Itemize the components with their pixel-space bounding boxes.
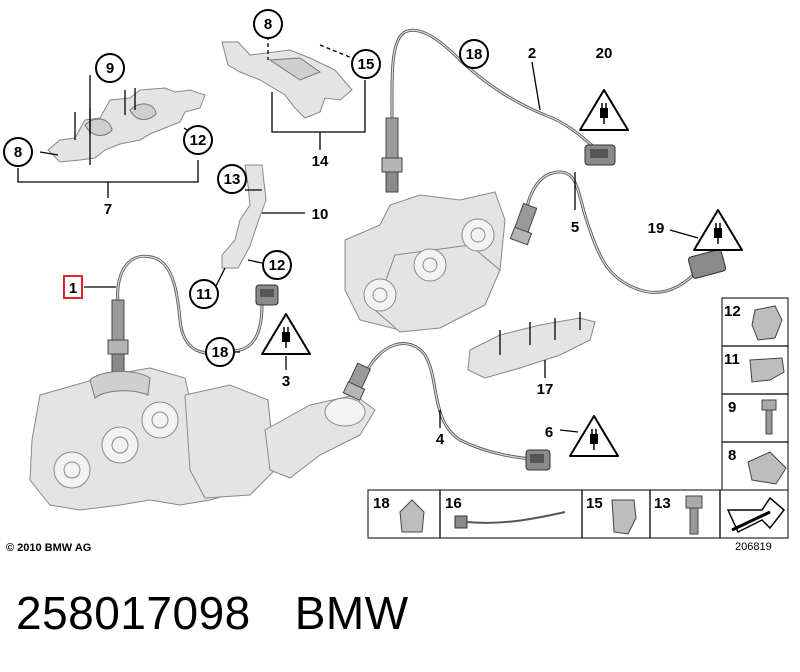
brand-name: BMW [294,587,409,639]
connector-part-3[interactable] [255,284,279,306]
arrow-icon [726,496,786,534]
svg-text:1: 1 [69,280,77,297]
callout-12a[interactable]: 12 [183,125,213,155]
side-panel-item-11[interactable]: 11 [724,351,785,383]
svg-text:8: 8 [264,16,272,33]
svg-text:9: 9 [728,399,736,416]
label-5[interactable]: 5 [571,219,579,236]
svg-text:16: 16 [445,495,462,512]
svg-text:18: 18 [466,46,483,63]
connector-part-19[interactable] [687,249,727,279]
callout-11[interactable]: 11 [189,279,219,309]
callout-15[interactable]: 15 [351,49,381,79]
svg-text:18: 18 [373,495,390,512]
rear-manifold-converter [344,191,506,333]
callout-8b[interactable]: 8 [253,9,283,39]
side-panel-item-8[interactable]: 8 [728,447,787,485]
oxygen-sensor-part-2[interactable] [381,117,403,193]
bracket-part-14[interactable] [221,41,353,119]
side-panel-item-9[interactable]: 9 [728,399,777,435]
copyright-text: © 2010 BMW AG [6,542,92,554]
part-caption: 258017098 BMW [16,586,409,640]
svg-text:15: 15 [358,56,375,73]
side-panel-item-12[interactable]: 12 [724,303,783,341]
svg-text:13: 13 [654,495,671,512]
heat-shield-part-17[interactable] [467,312,596,379]
callout-8a[interactable]: 8 [3,137,33,167]
label-19[interactable]: 19 [648,220,665,237]
oxygen-sensor-part-5[interactable] [509,202,538,246]
bottom-panel-item-15[interactable]: 15 [586,495,637,535]
svg-text:11: 11 [724,351,740,368]
callout-13[interactable]: 13 [217,164,247,194]
callout-18b[interactable]: 18 [205,337,235,367]
label-3[interactable]: 3 [282,373,290,390]
heat-shield-part-7[interactable] [47,87,206,163]
connector-part-20[interactable] [584,144,616,166]
warning-triangle-icon [579,89,629,131]
oxygen-sensor-part-1[interactable] [107,299,129,377]
svg-text:11: 11 [196,286,212,303]
label-6[interactable]: 6 [545,424,553,441]
label-20[interactable]: 20 [596,45,613,62]
label-7[interactable]: 7 [104,201,112,218]
warning-triangle-icon [693,209,743,251]
callout-9[interactable]: 9 [95,53,125,83]
bottom-panel-item-13[interactable]: 13 [654,495,703,535]
label-17[interactable]: 17 [537,381,554,398]
side-parts-panel: 12 11 9 8 [721,297,789,491]
callout-18a[interactable]: 18 [459,39,489,69]
connector-part-6[interactable] [525,449,551,471]
svg-text:15: 15 [586,495,603,512]
part-number: 258017098 [16,587,251,639]
warning-triangle-icon [261,313,311,355]
bracket-part-10[interactable] [221,164,267,269]
svg-text:9: 9 [106,60,114,77]
bottom-parts-panel: 18 16 15 13 [367,489,789,539]
svg-text:8: 8 [728,447,736,464]
manifold-catalytic-converter [29,367,376,511]
svg-text:18: 18 [212,344,229,361]
svg-text:12: 12 [190,132,207,149]
svg-text:12: 12 [724,303,741,320]
label-10[interactable]: 10 [312,206,329,223]
oxygen-sensor-part-4[interactable] [342,362,372,401]
svg-text:8: 8 [14,144,22,161]
label-14[interactable]: 14 [312,153,329,170]
label-2[interactable]: 2 [528,45,536,62]
parts-diagram: 9 8 12 8 15 18 13 12 11 18 7 14 10 3 4 1… [3,9,789,539]
callout-12b[interactable]: 12 [262,250,292,280]
diagram-ref-number: 206819 [735,541,772,553]
svg-text:12: 12 [269,257,286,274]
bottom-panel-item-16[interactable]: 16 [445,495,566,529]
label-4[interactable]: 4 [436,431,445,448]
svg-text:13: 13 [224,171,241,188]
bottom-panel-item-18[interactable]: 18 [373,495,425,533]
highlighted-label-1[interactable]: 1 [63,275,83,299]
warning-triangle-icon [569,415,619,457]
